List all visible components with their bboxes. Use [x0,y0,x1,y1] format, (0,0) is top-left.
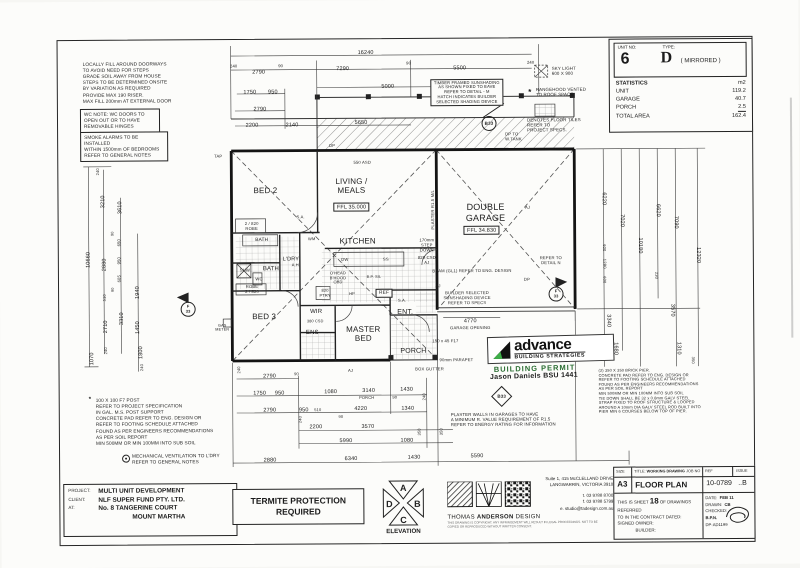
garage-opening [437,306,576,313]
studio-fine-print: THIS DRAWING IS COPYRIGHT. ANY INFRINGEM… [447,519,598,529]
stat-value: 40.7 [734,96,746,103]
wc-note: WC NOTE: WC DOORS TO OPEN OUT OR TO HAVE… [79,108,161,134]
stat-label: PORCH [615,104,637,112]
stat-label: UNIT [615,88,629,95]
issue-value: ..B [738,479,747,487]
ref-label: REF [705,469,713,474]
fan-icon [122,454,131,463]
floor-tiles-icon [534,103,556,117]
fill-note: LOCALLY FILL AROUND DOORWAYS TO AVOID NE… [82,61,172,104]
external-walls [229,147,577,363]
project-label: PROJECT: [68,487,91,494]
unit-type-note: ( MIRRORED ) [680,58,721,65]
project-info-box: PROJECT: MULTI UNIT DEVELOPMENT CLIENT: … [63,482,238,538]
sunshade-hatch [316,116,575,151]
signature-scribble [725,506,749,523]
email: e. studio@tadesign.com.au [560,505,614,511]
sheet-number: 18 [649,496,659,506]
ref-value: 10-0789 [706,479,732,488]
stat-label: GARAGE [615,96,640,103]
at-value-line2: MOUNT MARTHA [132,513,186,521]
size-value: A3 [617,479,628,489]
statistics-unit: m2 [737,79,746,86]
statistics-table: STATISTICS m2 UNIT 119.2 GARAGE 40.7 POR… [616,79,746,121]
unit-header: UNIT NO: 6 TYPE: D ( MIRRORED ) [613,41,747,78]
builder-line: BUILDER: [635,527,656,533]
issue-label: ISSUE [736,468,748,473]
compass-d: D [386,499,393,509]
door-swings [282,212,437,332]
compass-icon: A C D B [382,480,424,526]
sheet-title: FLOOR PLAN [635,480,688,490]
studio-logos [446,480,531,508]
studio-block: THOMAS ANDERSON DESIGN THIS DRAWING IS C… [446,480,598,529]
at-label: AT: [68,505,75,511]
date-value: FEB 11 [719,494,734,501]
drawn-label: DRAWN: [705,501,723,507]
stat-value: 119.2 [732,87,746,95]
checked-value: B.P.N. [705,515,718,521]
client-label: CLIENT: [68,496,86,502]
stat-value: 2.5 [738,103,746,113]
termite-protection-box: TERMITE PROTECTION REQUIRED [232,488,365,526]
unit-type-value: D [660,49,673,67]
building-permit-stamp: advance BUILDING STRATEGIES BUILDING PER… [486,333,646,381]
elevation-compass: A C D B ELEVATION [365,479,443,539]
statistics-title: STATISTICS [615,80,648,87]
skylight-icon [534,64,549,78]
compass-a: A [400,483,407,493]
fixtures [222,218,405,328]
size-label: SIZE [616,469,625,474]
compass-b: B [414,499,421,509]
compass-c: C [400,515,407,525]
advance-logo-box: advance BUILDING STRATEGIES [486,333,615,365]
elevation-label: ELEVATION [386,527,421,536]
detail-markers [176,102,568,407]
stat-row-total: TOTAL AREA 162.4 [616,112,746,121]
legend-icons [534,64,556,117]
stat-total-value: 162.4 [731,113,747,120]
unit-no-value: 6 [620,50,630,68]
unit-no-label: UNIT NO: [617,44,637,50]
roof-lines [230,148,576,362]
porch-posts [388,354,438,361]
smoke-alarm-note: SMOKE ALARMS TO BE INSTALLED WITHIN 1500… [80,131,169,163]
post-note: 100 X 100 F7 POST REFER TO PROJECT SPECI… [95,397,214,446]
date-label: DATE: [705,495,718,501]
drawing-title-block: SIZE TITLE: WORKING DRAWING JOB NO REF I… [613,465,756,540]
sheet-count-text: THIS IS SHEET 18 OF DRAWINGS REFERRED TO… [617,495,701,534]
title-label-doc-type: TITLE: WORKING DRAWING [634,469,685,474]
unit-statistics-block: UNIT NO: 6 TYPE: D ( MIRRORED ) STATISTI… [608,37,754,133]
mech-vent-note: MECHANICAL VENTILATION TO L'DRY REFER TO… [132,453,220,465]
skylight-icon-x [534,64,548,78]
studio-address: Suite 1, 415 McCLELLAND DRIVE LANGWARRIN… [513,476,613,512]
job-no-label: JOB NO [686,469,701,474]
advance-logo-icon [493,340,511,359]
stat-total-label: TOTAL AREA [615,113,650,121]
tiled-floor-areas [235,236,437,360]
post-note-bullet: * [88,396,92,403]
